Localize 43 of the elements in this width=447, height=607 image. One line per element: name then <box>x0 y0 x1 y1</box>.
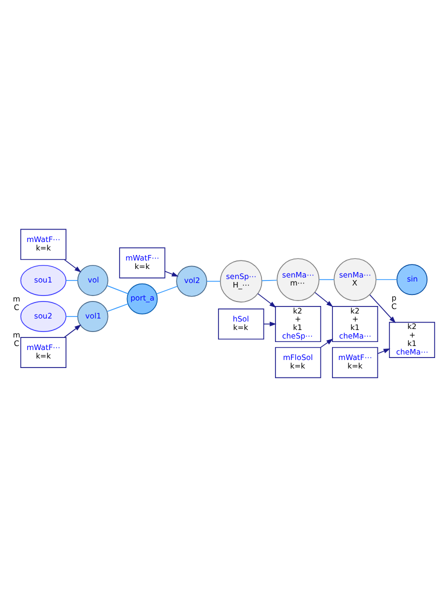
node-box: mWatF⋯ k=k <box>332 347 378 378</box>
connector <box>66 280 78 281</box>
node-circle: senMa⋯ X <box>334 258 376 302</box>
node-label: m <box>12 330 20 340</box>
node-circle: senSp⋯ H_⋯ <box>220 260 262 302</box>
connector <box>106 285 128 294</box>
arrow <box>263 322 276 326</box>
connector <box>319 279 334 280</box>
node-box: mWatF⋯ k=k <box>20 228 66 260</box>
arrow <box>314 292 334 308</box>
node-circle: vol <box>77 264 108 296</box>
arrow <box>320 338 334 348</box>
arrow <box>64 324 82 338</box>
node-label: m <box>12 294 20 304</box>
node-label: C <box>14 338 20 348</box>
arrow <box>377 348 390 354</box>
connector <box>206 280 221 282</box>
arrow <box>369 294 396 324</box>
node-box: k2 + k1 cheMa⋯ <box>388 322 436 358</box>
node-box: k2 + k1 cheMa⋯ <box>332 306 378 342</box>
arrow <box>64 259 82 272</box>
node-circle: port_a <box>126 283 158 314</box>
node-circle: vol2 <box>176 266 208 297</box>
node-box: hSol k=k <box>218 308 264 340</box>
arrow <box>164 270 179 277</box>
node-circle: vol1 <box>77 300 108 332</box>
node-box: mFloSol k=k <box>275 347 322 378</box>
node-label: p <box>392 294 396 303</box>
node-box: mWatF⋯ k=k <box>20 337 66 368</box>
connector <box>156 286 178 294</box>
node-circle: sin <box>396 264 428 296</box>
node-ellipse: sou2 <box>20 300 66 332</box>
node-box: mWatF⋯ k=k <box>119 247 166 278</box>
connector <box>106 303 128 312</box>
arrow <box>258 293 276 308</box>
connector <box>66 316 78 317</box>
node-circle: senMa⋯ m⋯ <box>276 258 320 302</box>
connector <box>261 280 278 282</box>
node-ellipse: sou1 <box>20 264 66 296</box>
connector <box>376 279 398 280</box>
node-label: C <box>14 302 20 312</box>
node-box: k2 + k1 cheSp⋯ <box>275 306 322 342</box>
node-label: C <box>391 302 397 312</box>
